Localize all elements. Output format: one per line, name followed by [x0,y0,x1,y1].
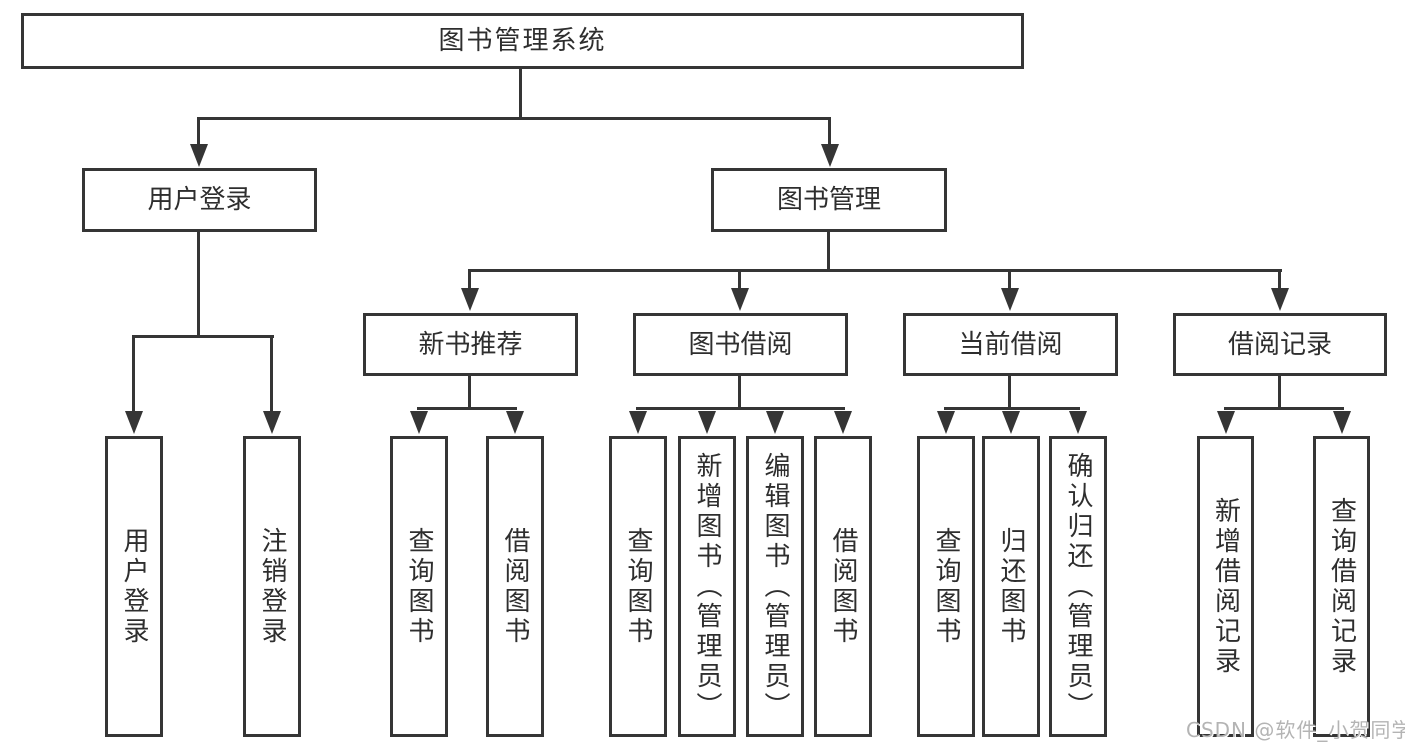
connector-arrow-down [766,411,784,434]
connector-arrow-down [461,288,479,311]
connector-arrow-down [1217,411,1235,434]
connector-arrow-down [263,411,281,434]
connector-arrow-down [125,411,143,434]
leaf-label: 查询图书 [931,526,961,647]
connector-line [468,376,471,410]
leaf-query-borrow-record: 查询借阅记录 [1313,436,1370,737]
connector-line [132,335,274,338]
connector-line [1224,407,1344,410]
leaf-label: 借阅图书 [828,526,858,647]
leaf-label: 编辑图书（管理员） [760,451,790,722]
connector-arrow-down [410,411,428,434]
connector-line [738,376,741,410]
leaf-label: 查询图书 [623,526,653,647]
connector-line [197,117,831,120]
leaf-borrow-books: 借阅图书 [814,436,872,737]
connector-line [827,232,830,271]
leaf-edit-book-admin: 编辑图书（管理员） [746,436,804,737]
leaf-label: 借阅图书 [500,526,530,647]
leaf-query-books-recommend: 查询图书 [390,436,448,737]
connector-line [468,272,471,288]
node-user-login: 用户登录 [82,168,317,232]
leaf-label: 用户登录 [119,526,149,647]
leaf-label: 确认归还（管理员） [1063,451,1093,722]
node-new-book-recommend: 新书推荐 [363,313,578,376]
connector-arrow-down [629,411,647,434]
leaf-user-login: 用户登录 [105,436,163,737]
node-book-management: 图书管理 [711,168,947,232]
connector-arrow-down [834,411,852,434]
connector-line [1278,376,1281,410]
connector-line [270,338,273,413]
connector-line [738,272,741,288]
leaf-label: 新增借阅记录 [1210,496,1241,677]
connector-arrow-down [190,144,208,167]
leaf-return-book: 归还图书 [982,436,1040,737]
connector-line [197,232,200,338]
connector-line [828,120,831,146]
leaf-label: 新增图书（管理员） [692,451,722,722]
connector-line [519,69,522,118]
connector-line [636,407,845,410]
connector-arrow-down [1002,411,1020,434]
leaf-query-books-borrowing: 查询图书 [609,436,667,737]
connector-line [197,120,200,146]
leaf-label: 归还图书 [996,526,1026,647]
leaf-confirm-return-admin: 确认归还（管理员） [1049,436,1107,737]
leaf-label: 查询图书 [404,526,434,647]
connector-line [132,338,135,413]
connector-arrow-down [1333,411,1351,434]
leaf-query-books-current: 查询图书 [917,436,975,737]
node-borrowing-records: 借阅记录 [1173,313,1387,376]
connector-line [1008,272,1011,288]
leaf-label: 查询借阅记录 [1326,496,1357,677]
leaf-label: 注销登录 [257,526,287,647]
leaf-borrow-books-recommend: 借阅图书 [486,436,544,737]
leaf-add-book-admin: 新增图书（管理员） [678,436,736,737]
connector-arrow-down [698,411,716,434]
connector-line [468,269,1282,272]
node-book-borrowing: 图书借阅 [633,313,848,376]
connector-arrow-down [821,144,839,167]
node-current-borrowing: 当前借阅 [903,313,1118,376]
connector-line [944,407,1080,410]
watermark: CSDN @软件_小贺同学 [1186,718,1405,742]
leaf-add-borrow-record: 新增借阅记录 [1197,436,1254,737]
connector-line [1008,376,1011,410]
connector-arrow-down [937,411,955,434]
connector-line [417,407,517,410]
connector-line [1278,272,1281,288]
node-system-root: 图书管理系统 [21,13,1024,69]
connector-arrow-down [506,411,524,434]
connector-arrow-down [1001,288,1019,311]
connector-arrow-down [1271,288,1289,311]
connector-arrow-down [731,288,749,311]
leaf-logout-login: 注销登录 [243,436,301,737]
connector-arrow-down [1069,411,1087,434]
